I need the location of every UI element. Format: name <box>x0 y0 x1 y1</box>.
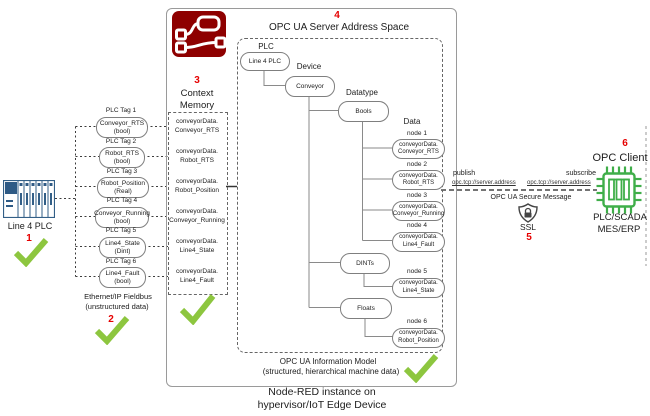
context-memory-title-line1: Context <box>180 88 214 99</box>
plc-tag-4-label: PLC Tag 4 <box>106 197 138 204</box>
device-conveyor-node: Conveyor <box>285 76 335 97</box>
data-group-label: Data <box>403 117 421 126</box>
node-4-label: node 4 <box>407 222 427 229</box>
memory-entry-6: conveyorData.Line4_Fault <box>176 268 218 284</box>
check-icon-context-memory <box>179 294 216 325</box>
memory-entry-4: conveyorData.Conveyor_Running <box>169 208 225 224</box>
fieldbus-label-line1: Ethernet/IP Fieldbus <box>84 292 152 301</box>
fieldbus-label-line2: (unstructured data) <box>85 302 149 311</box>
plc-group-label: PLC <box>258 42 274 51</box>
information-model-label-line1: OPC UA Information Model <box>279 357 377 366</box>
step-3-badge: 3 <box>194 75 200 86</box>
node-1-label: node 1 <box>407 130 427 137</box>
memory-entry-1: conveyorData.Conveyor_RTS <box>174 118 220 134</box>
publish-address-link[interactable]: opc.tcp://server.address <box>452 180 516 186</box>
plc-tag-1-label: PLC Tag 1 <box>105 107 137 114</box>
secure-message-label: OPC UA Secure Message <box>490 194 572 201</box>
node-red-caption-line1: Node-RED instance on <box>268 386 376 398</box>
subscribe-label: subscribe <box>566 170 596 177</box>
context-memory-title-line2: Memory <box>179 100 215 111</box>
context-memory-box <box>168 112 228 295</box>
step-5-badge: 5 <box>526 232 532 243</box>
step-2-badge: 2 <box>108 314 114 325</box>
node-red-caption-line2: hypervisor/IoT Edge Device <box>257 399 387 411</box>
address-plc-node: Line 4 PLC <box>240 52 290 71</box>
address-space-box <box>237 38 443 353</box>
data-node-2: conveyorData.Robot_RTS <box>392 170 445 190</box>
data-node-1: conveyorData.Conveyor_RTS <box>392 139 445 159</box>
address-space-title: OPC UA Server Address Space <box>268 22 410 33</box>
node-red-logo-icon <box>172 11 226 57</box>
plc-tag-2-node: Robot_RTS(bool) <box>99 147 145 168</box>
step-1-badge: 1 <box>26 233 32 244</box>
plc-tag-3-node: Robot_Position(Real) <box>97 177 149 198</box>
node-2-label: node 2 <box>407 161 427 168</box>
datatype-bools-node: Bools <box>338 101 389 122</box>
opc-client-title: OPC Client <box>592 152 648 164</box>
subscribe-address-link[interactable]: opc.tcp://server.address <box>527 180 591 186</box>
data-node-6: conveyorData.Robot_Position <box>392 327 445 348</box>
memory-entry-5: conveyorData.Line4_State <box>176 238 218 254</box>
shield-lock-icon <box>518 203 538 223</box>
information-model-label-line2: (structured, hierarchical machine data) <box>262 367 400 376</box>
plc-tag-2-label: PLC Tag 2 <box>105 138 137 145</box>
plc-tag-1-node: Conveyor_RTS(bool) <box>96 117 148 138</box>
plc-tag-5-node: Line4_State(Dint) <box>99 237 146 258</box>
opc-client-caption-line1: PLC/SCADA <box>593 212 647 223</box>
plc-tag-6-node: Line4_Fault(bool) <box>99 267 146 288</box>
node-6-label: node 6 <box>407 318 427 325</box>
plc-tag-4-node: Conveyor_Running(bool) <box>94 207 150 228</box>
plc-label: Line 4 PLC <box>7 221 53 231</box>
plc-tag-5-label: PLC Tag 5 <box>105 227 137 234</box>
datatype-dints-node: DINTs <box>340 253 390 274</box>
step-4-badge: 4 <box>334 10 340 21</box>
opc-client-caption-line2: MES/ERP <box>597 224 641 235</box>
memory-entry-3: conveyorData.Robot_Position <box>174 178 220 194</box>
device-group-label: Device <box>296 62 322 71</box>
node-3-label: node 3 <box>407 192 427 199</box>
plc-tag-3-label: PLC Tag 3 <box>106 168 138 175</box>
processor-chip-icon <box>596 166 642 214</box>
plc-rack-icon <box>3 180 55 218</box>
data-node-3: conveyorData.Conveyor_Running <box>392 201 445 221</box>
data-node-5: conveyorData.Line4_State <box>392 277 445 298</box>
data-node-4: conveyorData.Line4_Fault <box>392 231 445 252</box>
check-icon-information-model <box>403 354 439 383</box>
node-red-instance-box <box>166 8 457 387</box>
check-icon-fieldbus <box>94 316 130 345</box>
datatype-group-label: Datatype <box>345 88 379 97</box>
memory-entry-2: conveyorData.Robot_RTS <box>176 148 218 164</box>
datatype-floats-node: Floats <box>340 298 392 319</box>
node-5-label: node 5 <box>407 268 427 275</box>
step-6-badge: 6 <box>622 138 628 149</box>
ssl-label: SSL <box>519 222 537 232</box>
plc-tag-6-label: PLC Tag 6 <box>105 258 137 265</box>
publish-label: publish <box>453 170 476 177</box>
check-icon-plc <box>13 238 49 267</box>
